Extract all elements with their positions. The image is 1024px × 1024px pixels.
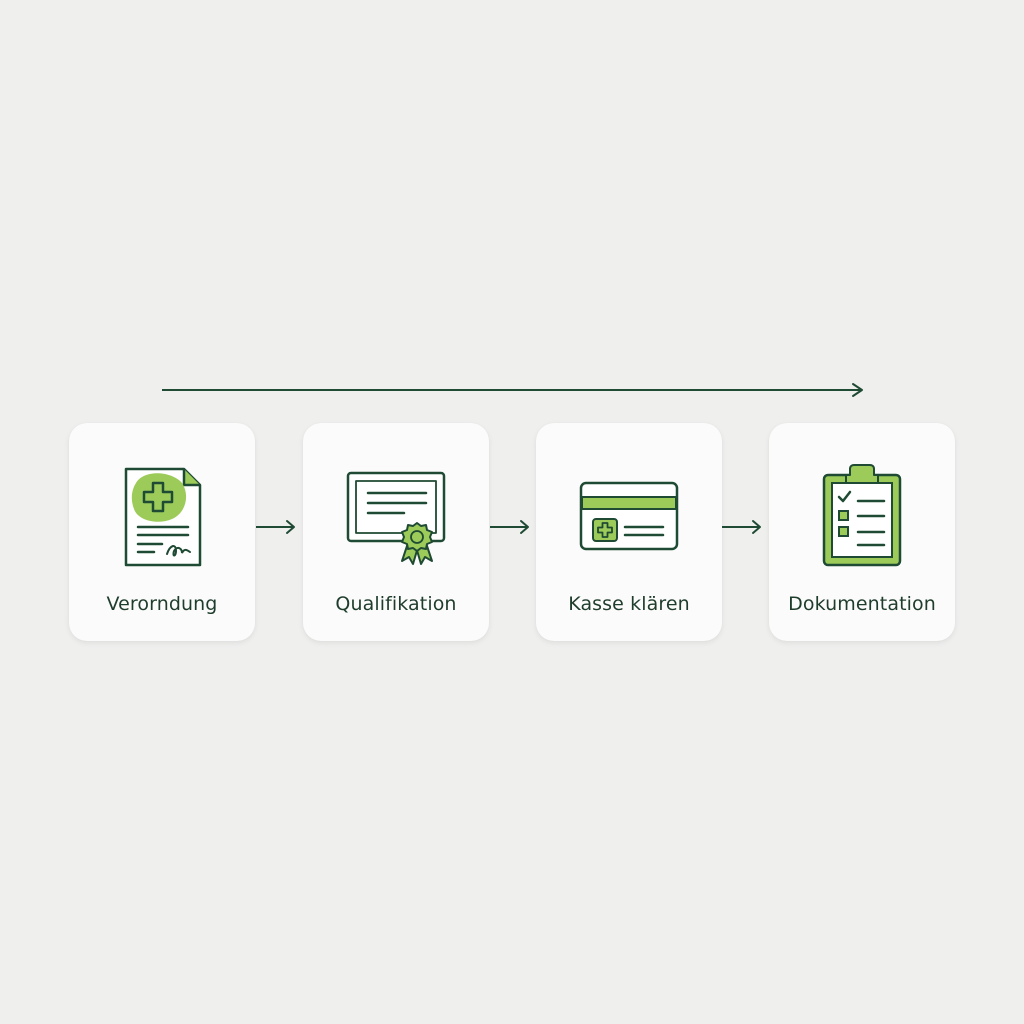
step-card-kasse: Kasse klären bbox=[536, 423, 722, 641]
clipboard-checklist-icon bbox=[822, 464, 902, 567]
certificate-icon bbox=[346, 471, 446, 565]
prescription-document-icon bbox=[124, 467, 202, 567]
arrow-right-icon bbox=[490, 520, 529, 534]
step-card-dokumentation: Dokumentation bbox=[769, 423, 955, 641]
arrow-right-icon bbox=[256, 520, 295, 534]
step-label: Qualifikation bbox=[335, 593, 457, 615]
step-label: Dokumentation bbox=[788, 593, 936, 615]
arrow-right-icon bbox=[722, 520, 761, 534]
process-flow-arrow bbox=[162, 383, 863, 397]
step-card-qualifikation: Qualifikation bbox=[303, 423, 489, 641]
step-label: Kasse klären bbox=[568, 593, 690, 615]
step-label: Verorndung bbox=[106, 593, 218, 615]
insurance-card-icon bbox=[579, 481, 679, 551]
step-card-verordnung: Verorndung bbox=[69, 423, 255, 641]
